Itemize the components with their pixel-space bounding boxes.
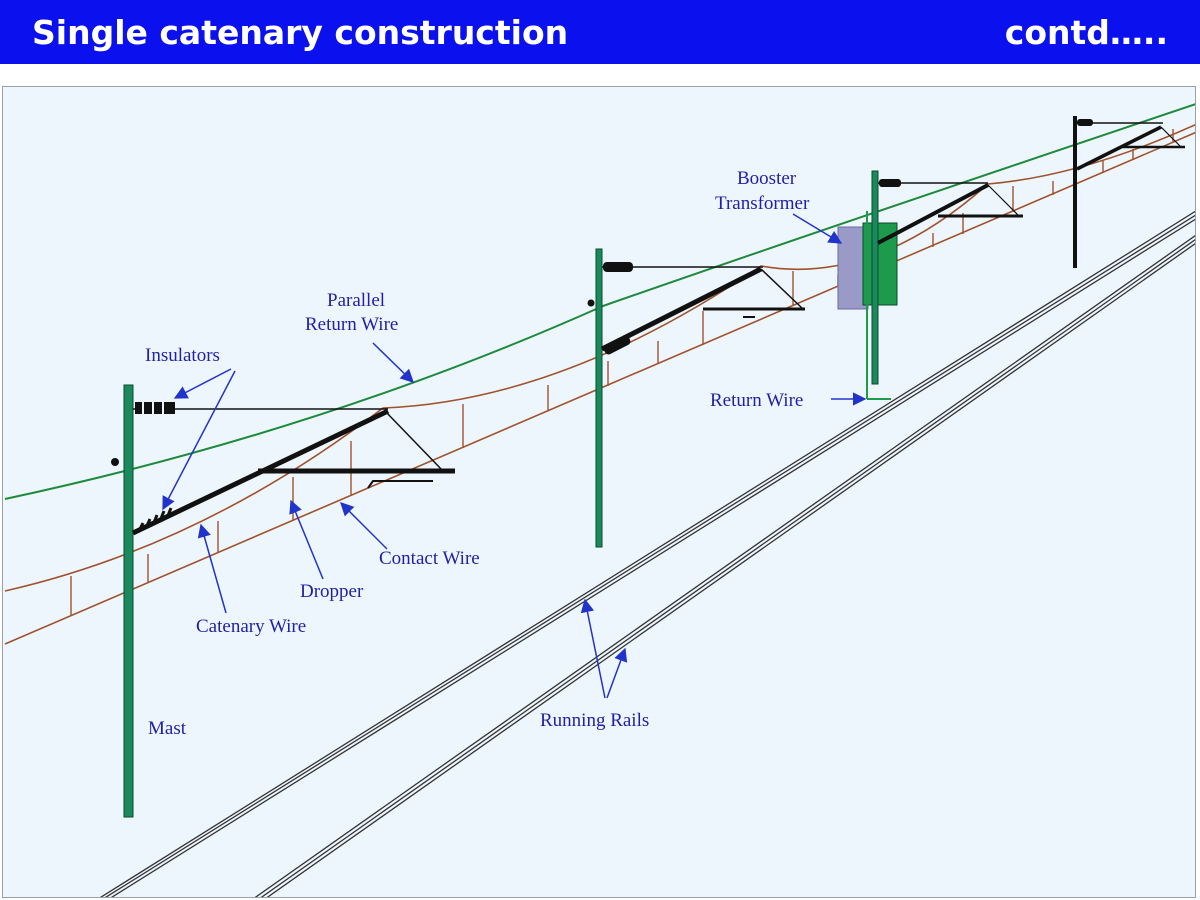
mast-1-clamp xyxy=(111,458,119,466)
arrow-booster-transformer xyxy=(792,213,843,244)
continued-label: contd….. xyxy=(1004,12,1168,52)
label-return-wire: Return Wire xyxy=(710,390,803,411)
mast-2 xyxy=(595,248,603,548)
parallel-return-wire xyxy=(4,103,1195,500)
arrow-catenary-wire xyxy=(197,523,227,614)
diagram-panel: Insulators Parallel Return Wire Booster … xyxy=(2,86,1196,898)
arrow-insulators-bottom xyxy=(162,370,236,511)
insulator-icon xyxy=(1077,119,1093,126)
arrow-contact-wire xyxy=(340,502,388,550)
insulator-icon xyxy=(135,400,175,416)
arrow-dropper xyxy=(289,499,324,580)
mast-4-cantilever xyxy=(1076,125,1162,171)
insulator-icon xyxy=(603,335,631,355)
slide-title: Single catenary construction xyxy=(32,12,569,52)
title-bar: Single catenary construction contd….. xyxy=(0,0,1200,64)
arrow-running-rail-near xyxy=(580,598,606,699)
running-rail-far xyxy=(254,235,1195,897)
arrow-parallel-return-wire xyxy=(372,342,414,383)
insulator-icon xyxy=(603,262,633,272)
label-catenary-wire: Catenary Wire xyxy=(196,616,306,637)
mast-2-stay xyxy=(760,268,804,310)
label-insulators: Insulators xyxy=(145,345,220,366)
label-booster-transformer-line2: Transformer xyxy=(715,193,810,214)
mast-3 xyxy=(871,170,879,385)
mast-3-cantilever xyxy=(877,183,989,245)
mast-2-clamp xyxy=(587,299,595,307)
label-booster-transformer-line1: Booster xyxy=(737,168,797,189)
insulator-icon xyxy=(879,179,901,187)
catenary-wire xyxy=(4,123,1195,592)
label-parallel-return-wire-line1: Parallel xyxy=(327,290,385,311)
mast-1-steady-arm xyxy=(367,480,433,489)
mast-2-cantilever xyxy=(600,266,763,352)
label-running-rails: Running Rails xyxy=(540,710,649,731)
arrow-running-rail-far xyxy=(606,647,628,699)
label-parallel-return-wire-line2: Return Wire xyxy=(305,314,398,335)
arrow-insulators-top xyxy=(173,368,232,399)
mast-1-stay xyxy=(384,410,444,472)
label-dropper: Dropper xyxy=(300,581,364,602)
mast-4-stay xyxy=(1160,126,1182,148)
mast-4 xyxy=(1073,116,1077,268)
mast-1 xyxy=(123,384,134,818)
catenary-diagram: Insulators Parallel Return Wire Booster … xyxy=(4,103,1195,897)
running-rail-near xyxy=(99,210,1195,897)
mast-3-stay xyxy=(987,184,1019,216)
label-mast: Mast xyxy=(148,718,187,739)
label-contact-wire: Contact Wire xyxy=(379,548,480,569)
